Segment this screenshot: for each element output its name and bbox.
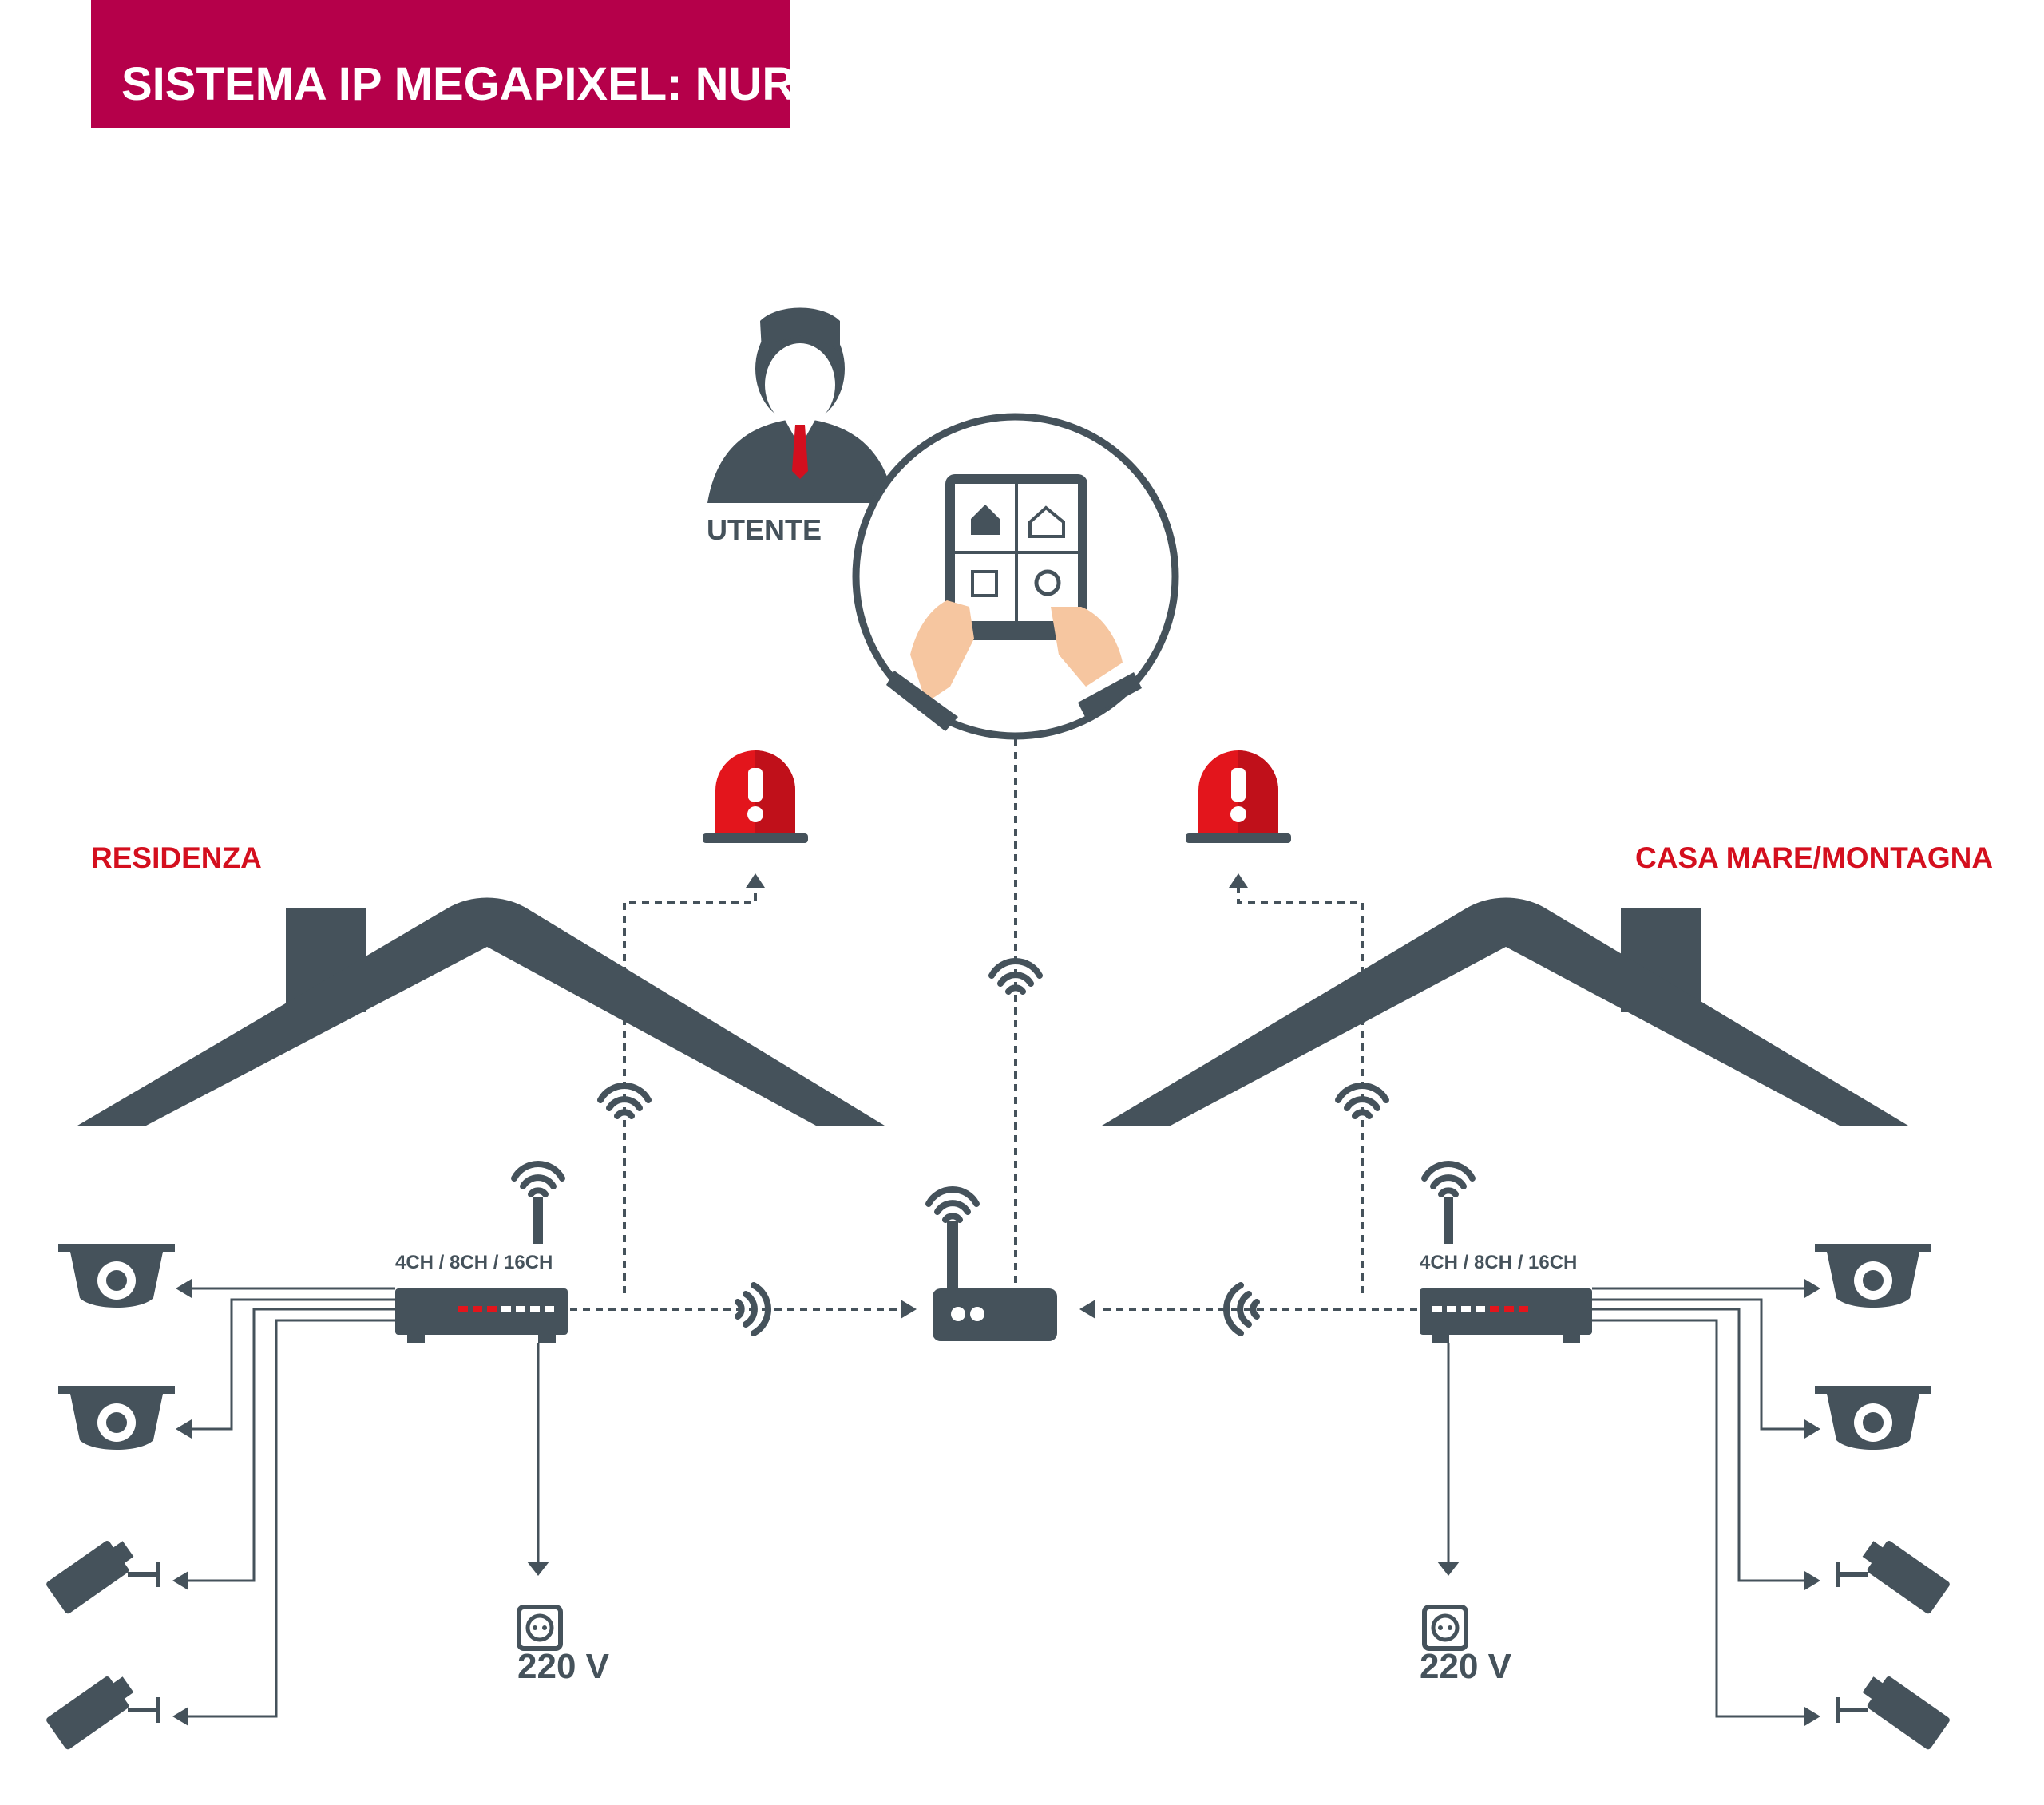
cam-arrow [1804, 1571, 1820, 1590]
left-nvr-label: 4CH / 8CH / 16CH [395, 1252, 553, 1273]
power-outlet-icon [1424, 1607, 1466, 1649]
cam-arrow [176, 1419, 192, 1439]
bullet-camera-icon [1838, 1539, 1951, 1614]
cam-arrow [1804, 1419, 1820, 1439]
left-power-label: 220 V [517, 1647, 609, 1686]
wifi-signal-icon [600, 1086, 648, 1116]
dome-camera-icon [58, 1386, 175, 1450]
router-icon [929, 1189, 1057, 1341]
home-icon [971, 505, 1000, 535]
tablet-circle [852, 413, 1179, 740]
router-arrow-left [901, 1300, 917, 1319]
right-nvr-label: 4CH / 8CH / 16CH [1420, 1252, 1578, 1273]
power-arrow [1437, 1562, 1460, 1576]
right-siren-arrow [1229, 873, 1248, 888]
wifi-signal-icon [1338, 1086, 1386, 1116]
bullet-camera-icon [1838, 1675, 1951, 1750]
power-outlet-icon [519, 1607, 561, 1649]
dome-camera-icon [58, 1244, 175, 1308]
right-nvr-icon [1420, 1164, 1592, 1343]
title-banner [91, 0, 790, 128]
user-label: UTENTE [707, 513, 822, 546]
power-arrow [527, 1562, 549, 1576]
right-house-roof [1102, 897, 1908, 1126]
cam-arrow [172, 1571, 188, 1590]
bullet-camera-icon [46, 1539, 158, 1614]
door-icon [971, 570, 998, 597]
wifi-signal-icon [1226, 1285, 1257, 1333]
right-siren-icon [1186, 750, 1291, 843]
dome-camera-icon [1815, 1386, 1931, 1450]
page-title: SISTEMA IP MEGAPIXEL: NUR [121, 58, 796, 110]
left-house-roof [77, 897, 885, 1126]
cam-arrow [1804, 1707, 1820, 1726]
right-camera-wiring [1447, 1287, 1804, 1718]
wifi-signal-icon [992, 961, 1040, 992]
bullet-camera-icon [46, 1675, 158, 1750]
cam-arrow [176, 1279, 192, 1298]
left-nvr-icon [395, 1164, 568, 1343]
left-house-label: RESIDENZA [91, 841, 262, 874]
left-camera-wiring [188, 1287, 540, 1718]
user-avatar [707, 307, 894, 503]
router-arrow-right [1079, 1300, 1095, 1319]
cam-arrow [1804, 1279, 1820, 1298]
right-house-label: CASA MARE/MONTAGNA [1635, 841, 1994, 874]
cam-arrow [172, 1707, 188, 1726]
gear-icon [1034, 569, 1061, 596]
dome-camera-icon [1815, 1244, 1931, 1308]
bedroom-icon [1028, 505, 1065, 538]
left-siren-arrow [746, 873, 765, 888]
right-power-label: 220 V [1420, 1647, 1511, 1686]
left-siren-icon [703, 750, 808, 843]
